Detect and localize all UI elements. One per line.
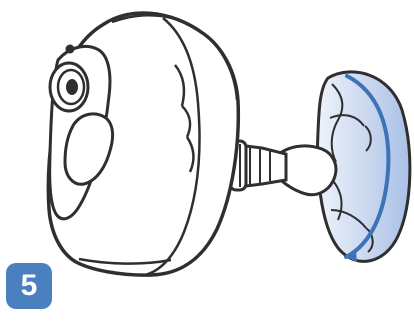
step-number: 5 xyxy=(21,271,38,301)
mount-arm xyxy=(230,141,336,195)
step-badge: 5 xyxy=(6,263,52,309)
camera-icon xyxy=(48,13,238,275)
